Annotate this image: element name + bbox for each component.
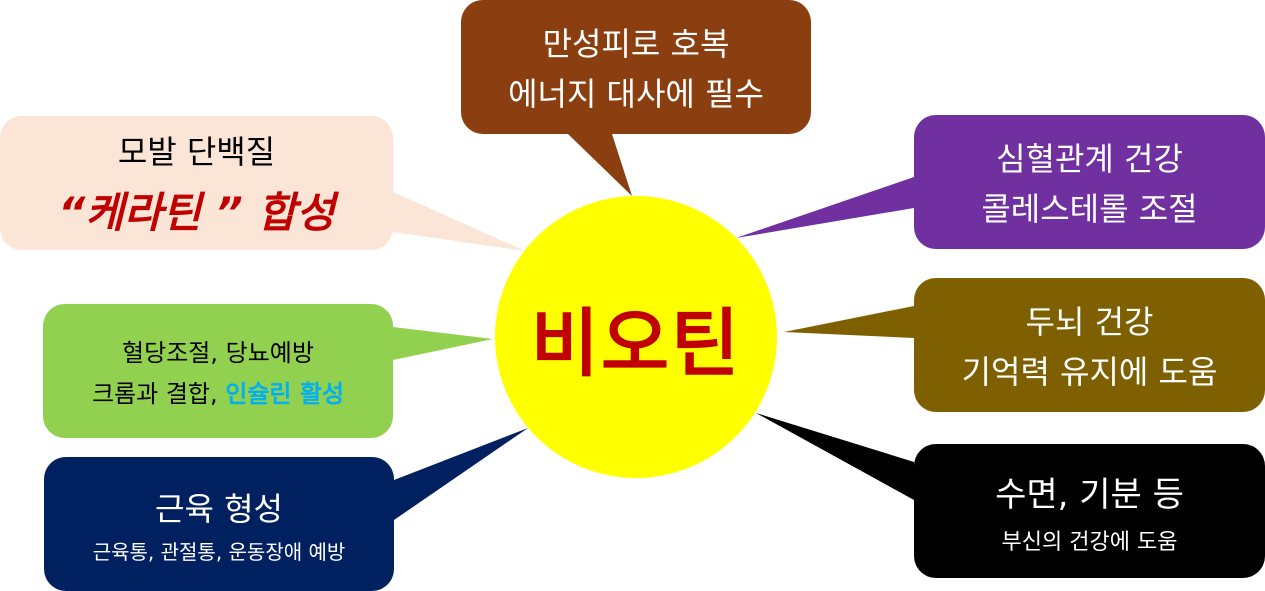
bubble-fatigue-energy: 만성피로 호복 에너지 대사에 필수 (461, 0, 811, 134)
center-label: 비오틴 (530, 300, 742, 387)
tail-insulin (393, 327, 493, 360)
tail-brain (784, 306, 914, 338)
bubble-brain-title: 두뇌 건강 (1025, 303, 1154, 341)
bubble-keratin-highlight: “케라틴 ” 합성 (58, 187, 335, 237)
bubble-sleep-subtitle: 부신의 건강에 도움 (1001, 529, 1178, 555)
bubble-muscle-subtitle: 근육통, 관절통, 운동장애 예방 (92, 539, 346, 564)
tail-sleep (756, 413, 914, 500)
bubble-sleep-mood: 수면, 기분 등 부신의 건강에 도움 (914, 444, 1265, 578)
bubble-keratin-title: 모발 단백질 (117, 132, 276, 171)
bubble-brain-subtitle: 기억력 유지에 도움 (961, 353, 1218, 391)
bubble-brain: 두뇌 건강 기억력 유지에 도움 (914, 278, 1265, 412)
bubble-sleep-title: 수면, 기분 등 (995, 474, 1184, 515)
bubble-insulin-prefix: 크롬과 결합, (91, 380, 226, 408)
bubble-fatigue-subtitle: 에너지 대사에 필수 (508, 75, 764, 113)
bubble-fatigue-title: 만성피로 호복 (542, 25, 730, 63)
bubble-muscle-title: 근육 형성 (155, 489, 283, 528)
bubble-cardiovascular: 심혈관계 건강 콜레스테롤 조절 (914, 115, 1265, 249)
bubble-muscle: 근육 형성 근육통, 관절통, 운동장애 예방 (44, 457, 394, 591)
tail-heart (736, 177, 914, 238)
bubble-insulin: 혈당조절, 당뇨예방 크롬과 결합, 인슐린 활성 (43, 304, 393, 438)
bubble-insulin-title: 혈당조절, 당뇨예방 (122, 339, 314, 367)
tail-muscle (394, 428, 528, 520)
tail-keratin (393, 192, 525, 251)
bubble-insulin-highlight: 인슐린 활성 (225, 380, 345, 408)
bubble-cardiovascular-title: 심혈관계 건강 (996, 140, 1183, 178)
bubble-cardiovascular-subtitle: 콜레스테롤 조절 (981, 190, 1198, 228)
tail-top (568, 134, 632, 196)
center-circle: 비오틴 (495, 196, 777, 478)
bubble-insulin-subtitle: 크롬과 결합, 인슐린 활성 (92, 374, 344, 409)
bubble-keratin: 모발 단백질 “케라틴 ” 합성 (0, 116, 393, 250)
